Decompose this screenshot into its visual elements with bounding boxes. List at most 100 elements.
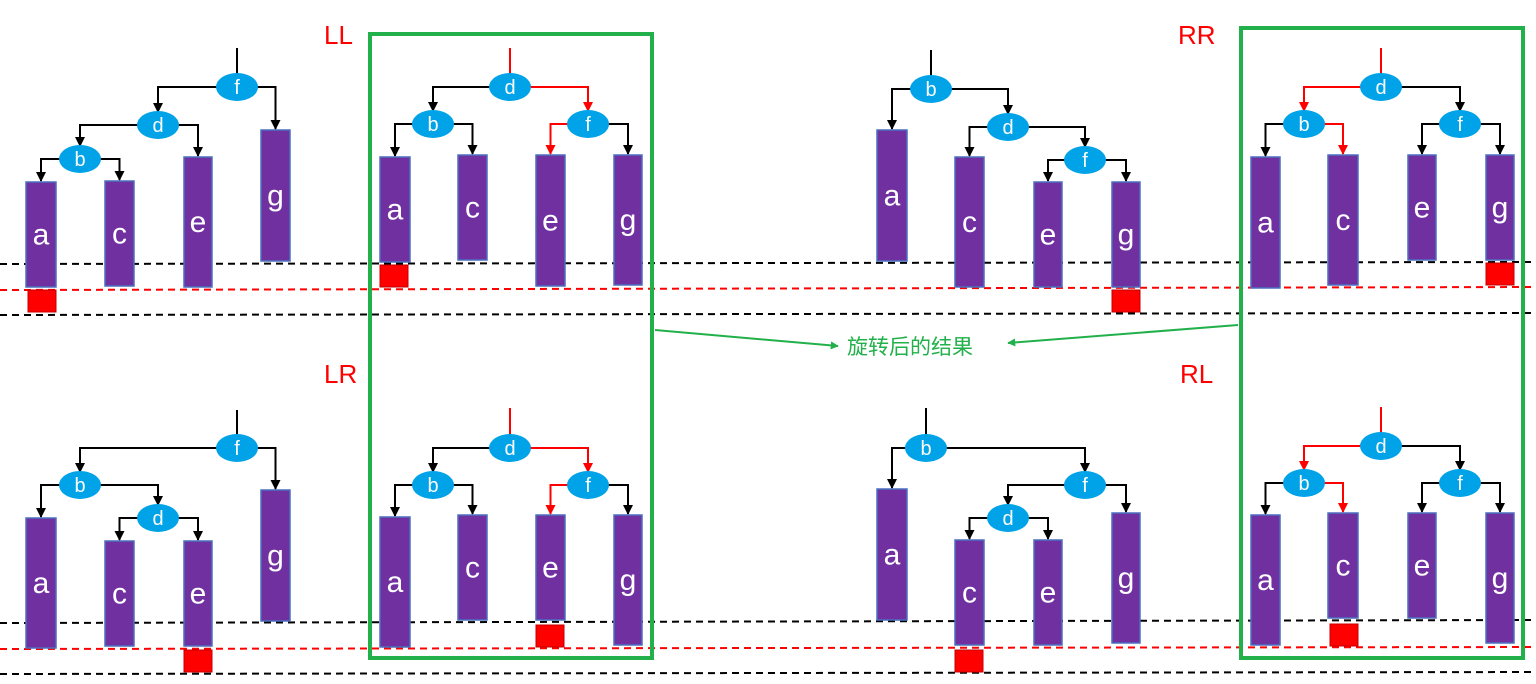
subtree-g <box>1111 181 1141 288</box>
tree-edge <box>964 517 988 540</box>
node-d <box>489 434 531 462</box>
subtree-label: g <box>1118 562 1135 595</box>
node-b <box>412 471 454 499</box>
subtree-a <box>25 181 57 288</box>
subtree-label: g <box>267 540 284 573</box>
tree-edge <box>1043 159 1065 182</box>
node-f <box>216 434 258 462</box>
subtree-c <box>1327 512 1359 619</box>
node-f <box>567 110 609 138</box>
subtree-c <box>1327 154 1359 286</box>
imbalance-block <box>535 624 565 648</box>
tree-edge <box>530 447 593 473</box>
tree-edge <box>100 158 125 181</box>
subtree-a <box>25 517 57 649</box>
tree-edge <box>1105 159 1131 182</box>
tree-edge <box>257 86 281 130</box>
subtree-label: a <box>387 566 404 599</box>
subtree-label: c <box>465 192 480 225</box>
node-label: f <box>234 438 240 460</box>
subtree-label: c <box>465 552 480 585</box>
node-f <box>216 73 258 101</box>
subtree-a <box>876 488 908 621</box>
tree-edge <box>1260 482 1284 515</box>
label-ll: LL <box>324 20 353 50</box>
node-b <box>910 75 952 103</box>
imbalance-block <box>183 649 213 673</box>
tree-edge <box>1324 123 1348 155</box>
tree-edge <box>608 123 633 155</box>
tree-edge <box>946 447 1090 473</box>
node-label: b <box>74 149 85 171</box>
imbalance-block <box>1485 262 1515 286</box>
tree-edge <box>75 124 138 147</box>
subtree-label: e <box>1414 550 1431 583</box>
subtree-label: a <box>1257 564 1274 597</box>
tree-edge <box>178 517 203 541</box>
tree-edge <box>453 123 478 155</box>
subtree-e <box>535 154 566 287</box>
node-d <box>137 504 179 532</box>
tree-edge <box>1028 517 1053 540</box>
node-b <box>1283 469 1325 497</box>
tree-edge <box>390 484 413 517</box>
subtree-label: a <box>884 180 901 213</box>
tree-edge <box>1480 482 1505 513</box>
subtree-label: c <box>1336 204 1351 237</box>
imbalance-block <box>954 649 984 673</box>
subtree-g <box>260 129 291 262</box>
node-label: d <box>152 508 163 530</box>
subtree-label: c <box>962 206 977 239</box>
tree-edge <box>75 447 217 473</box>
node-label: f <box>585 114 591 136</box>
imbalance-block <box>1111 289 1141 313</box>
subtree-label: g <box>1118 219 1135 252</box>
subtree-label: a <box>33 219 50 252</box>
subtree-label: c <box>112 578 127 611</box>
tree-edge <box>608 484 633 515</box>
subtree-g <box>1111 512 1141 644</box>
node-label: b <box>427 475 438 497</box>
caption-arrows <box>654 324 1239 350</box>
tree-edge <box>257 447 281 490</box>
node-label: f <box>585 475 591 497</box>
result-box-left <box>368 32 654 660</box>
subtree-label: c <box>1336 550 1351 583</box>
subtree-label: g <box>620 564 637 597</box>
node-f <box>567 471 609 499</box>
subtree-label: g <box>1492 192 1509 225</box>
node-f <box>1064 471 1106 499</box>
node-d <box>489 73 531 101</box>
node-b <box>59 145 101 173</box>
subtree-label: a <box>33 567 50 600</box>
node-label: d <box>1002 508 1013 530</box>
subtree-a <box>1250 514 1281 646</box>
node-label: b <box>74 475 85 497</box>
subtree-c <box>104 180 135 287</box>
tree-edge <box>36 484 60 518</box>
tree-edge <box>428 447 490 473</box>
subtree-a <box>876 129 908 262</box>
tree-edge <box>887 447 906 489</box>
subtree-g <box>1485 512 1515 644</box>
subtree-label: a <box>1257 207 1274 240</box>
tree-edge <box>453 484 478 515</box>
node-label: f <box>234 77 240 99</box>
subtree-label: g <box>267 180 284 213</box>
node-d <box>1360 73 1402 101</box>
imbalance-block <box>379 264 409 288</box>
node-d <box>987 113 1029 141</box>
result-box-right <box>1239 26 1525 660</box>
node-label: f <box>1082 475 1088 497</box>
tree-edge <box>1260 123 1284 157</box>
subtree-label: e <box>1040 577 1057 610</box>
node-d <box>137 111 179 139</box>
label-lr: LR <box>324 359 358 389</box>
tree-edge <box>153 86 217 113</box>
